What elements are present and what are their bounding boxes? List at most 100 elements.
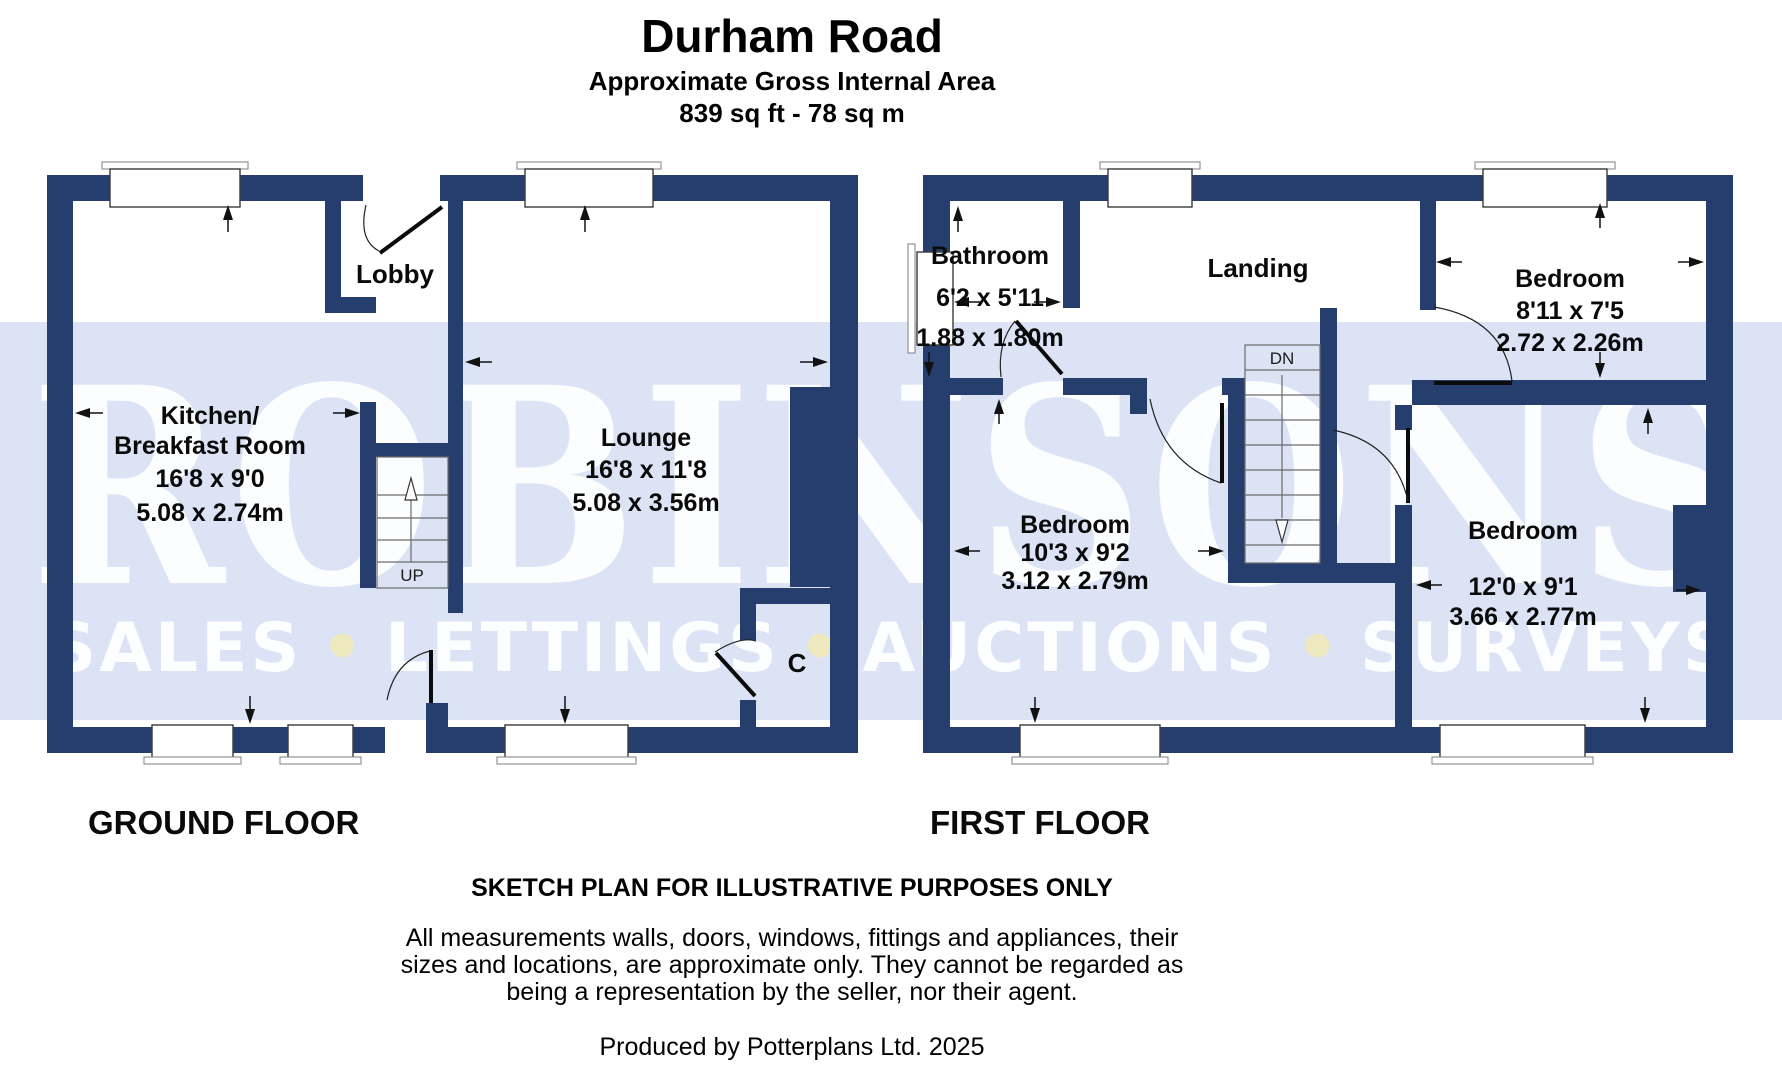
arrow-icon <box>1595 363 1605 378</box>
first-room-labels: Bathroom 6'2 x 5'11 1.88 x 1.80m Landing… <box>916 242 1643 631</box>
arrow-icon <box>1436 257 1451 267</box>
cupboard-door <box>714 639 757 698</box>
bathroom-door <box>999 319 1064 378</box>
window <box>516 161 662 208</box>
back-door <box>386 650 433 703</box>
floor-plan-ground: UP Lobby Kitchen/ Breakfast Room 16'8 x … <box>47 161 858 841</box>
lobby-label: Lobby <box>356 259 435 289</box>
arrow-icon <box>1030 708 1040 723</box>
front-door <box>363 204 444 255</box>
cupboard-label: C <box>788 648 807 678</box>
arrow-icon <box>994 399 1004 414</box>
window <box>101 161 249 208</box>
stair-wall <box>1228 395 1245 583</box>
arrow-icon <box>813 357 828 367</box>
arrow-icon <box>75 408 90 418</box>
bedroom-main-door <box>1332 428 1410 503</box>
page-subtitle: Approximate Gross Internal Area <box>589 66 996 96</box>
bedroom-middle-dims-m: 3.12 x 2.79m <box>1001 567 1148 595</box>
stair-wall <box>1320 308 1337 583</box>
arrow-icon <box>1595 203 1605 218</box>
arrow-icon <box>953 206 963 221</box>
chimney-breast <box>790 387 830 587</box>
watermark-word-sales: SALES <box>47 609 302 688</box>
disclaimer-line-3: being a representation by the seller, no… <box>506 978 1077 1006</box>
wall-recess <box>1673 505 1706 592</box>
door-post <box>426 703 448 753</box>
landing-label: Landing <box>1207 253 1308 283</box>
arrow-icon <box>465 357 480 367</box>
bedroom-middle-label: Bedroom <box>1020 511 1130 539</box>
kitchen-dims-ft: 16'8 x 9'0 <box>155 465 264 493</box>
bathroom-wall <box>950 378 1003 395</box>
window <box>279 724 362 765</box>
staircase-down: DN <box>1244 344 1321 564</box>
bathroom-dims-m: 1.88 x 1.80m <box>916 324 1063 352</box>
bathroom-dims-ft: 6'2 x 5'11 <box>936 284 1044 312</box>
arrow-icon <box>1416 580 1431 590</box>
disclaimer-line-2: sizes and locations, are approximate onl… <box>401 951 1184 979</box>
lounge-dims-ft: 16'8 x 11'8 <box>585 456 707 484</box>
arrow-icon <box>1689 257 1704 267</box>
stair-direction-arrow-icon <box>404 475 418 501</box>
bedroom-middle-door <box>1149 398 1224 484</box>
arrow-icon <box>1209 546 1224 556</box>
cupboard-wall <box>740 588 830 604</box>
ground-floor-title: GROUND FLOOR <box>88 804 359 841</box>
bedroom-front-dims-ft: 8'11 x 7'5 <box>1516 297 1624 325</box>
window <box>907 243 954 354</box>
first-windows <box>907 161 1616 765</box>
kitchen-label-line2: Breakfast Room <box>114 432 306 460</box>
bathroom-wall <box>1063 201 1080 308</box>
wall <box>923 175 1733 201</box>
stair-wall <box>360 402 376 588</box>
watermark-word-surveys: SURVEYS <box>1360 609 1735 688</box>
ground-interior-walls <box>325 201 830 753</box>
arrow-icon <box>245 709 255 724</box>
kitchen-label-line1: Kitchen/ <box>161 402 260 430</box>
arrow-icon <box>954 297 969 307</box>
wall <box>47 175 73 753</box>
bedroom-front-dims-m: 2.72 x 2.26m <box>1496 329 1643 357</box>
page-area: 839 sq ft - 78 sq m <box>679 98 904 128</box>
stair-wall <box>376 443 448 457</box>
stair-wall <box>1228 563 1412 583</box>
ground-room-labels: Lobby Kitchen/ Breakfast Room 16'8 x 9'0… <box>114 259 806 678</box>
bathroom-label: Bathroom <box>931 242 1049 270</box>
footer: SKETCH PLAN FOR ILLUSTRATIVE PURPOSES ON… <box>401 874 1184 1061</box>
stairs-up-label: UP <box>400 566 424 585</box>
page-title: Durham Road <box>641 10 943 62</box>
lobby-wall <box>325 201 341 313</box>
landing-wall <box>1222 378 1245 395</box>
window <box>1474 161 1616 208</box>
lobby-wall <box>341 297 376 313</box>
producer-credit: Produced by Potterplans Ltd. 2025 <box>600 1033 985 1061</box>
bedroom-main-label: Bedroom <box>1468 517 1578 545</box>
stair-direction-arrow-icon <box>1275 519 1289 545</box>
bedroom-main-dims-m: 3.66 x 2.77m <box>1449 603 1596 631</box>
arrow-icon <box>954 546 969 556</box>
stairs-down-label: DN <box>1270 349 1295 368</box>
arrow-icon <box>1643 408 1653 423</box>
lounge-dims-m: 5.08 x 3.56m <box>572 489 719 517</box>
disclaimer-title: SKETCH PLAN FOR ILLUSTRATIVE PURPOSES ON… <box>471 874 1113 902</box>
window <box>1431 724 1594 765</box>
staircase-up: UP <box>376 456 449 589</box>
floor-plan-first: DN Bathroom 6'2 x 5'11 1.88 x 1.80m <box>907 161 1733 841</box>
arrow-icon <box>345 408 360 418</box>
arrow-icon <box>1686 585 1701 595</box>
bedroom-wall <box>1395 505 1412 727</box>
arrow-icon <box>924 362 934 377</box>
cupboard-wall <box>740 604 756 640</box>
divider-wall <box>448 201 463 613</box>
door-post <box>1395 405 1412 430</box>
window <box>1011 724 1169 765</box>
arrow-icon <box>1046 297 1061 307</box>
bedroom-wall <box>1420 201 1436 310</box>
first-interior-walls <box>950 201 1706 727</box>
bedroom-front-label: Bedroom <box>1515 265 1625 293</box>
arrow-icon <box>580 205 590 220</box>
ground-dimension-arrows <box>75 205 828 724</box>
